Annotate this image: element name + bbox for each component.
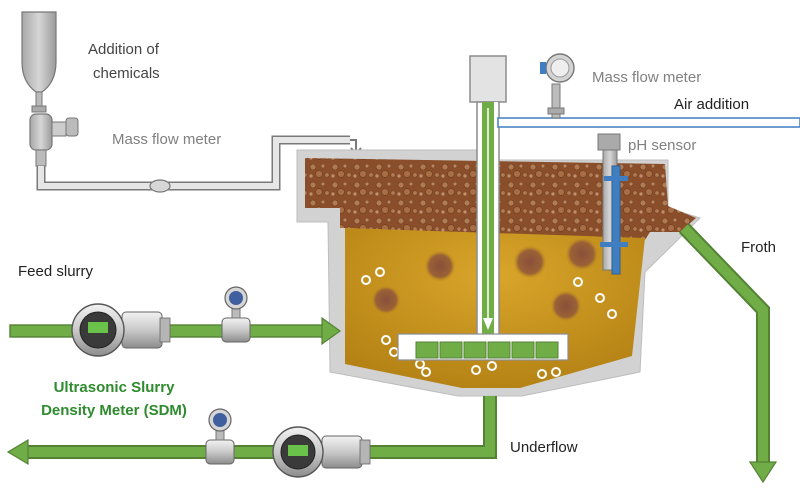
ph-sensor-label: pH sensor xyxy=(628,137,696,154)
sdm-meter-feed-icon xyxy=(71,303,171,357)
feed-slurry-label: Feed slurry xyxy=(18,263,94,280)
air-bubbles xyxy=(361,239,617,379)
chemicals-label-line1: Addition of xyxy=(88,41,160,58)
underflow-label: Underflow xyxy=(510,439,578,456)
feed-slurry-pipe xyxy=(9,316,342,346)
sdm-label-line2: Density Meter (SDM) xyxy=(41,402,187,419)
froth-outlet-pipe xyxy=(678,223,778,484)
agitator-shaft xyxy=(397,55,569,361)
froth-layer xyxy=(305,158,696,240)
mass-flow-meter-left-label: Mass flow meter xyxy=(112,131,221,148)
mass-flow-meter-top-label: Mass flow meter xyxy=(592,69,701,86)
dosing-pump-icon xyxy=(29,113,79,167)
ph-sensor-icon xyxy=(597,133,628,275)
chemical-line xyxy=(36,135,362,193)
chemical-vessel xyxy=(21,11,57,113)
air-addition-label: Air addition xyxy=(674,96,749,113)
chemicals-label-line2: chemicals xyxy=(93,65,160,82)
flow-meter-underflow-icon xyxy=(205,408,235,465)
underflow-pipe xyxy=(6,396,497,466)
air-line xyxy=(497,117,800,128)
sdm-label-line1: Ultrasonic Slurry xyxy=(54,379,176,396)
sdm-meter-underflow-icon xyxy=(272,426,371,478)
froth-label: Froth xyxy=(741,239,776,256)
flow-meter-feed-icon xyxy=(221,286,251,343)
air-mass-flow-meter-icon xyxy=(540,53,575,119)
